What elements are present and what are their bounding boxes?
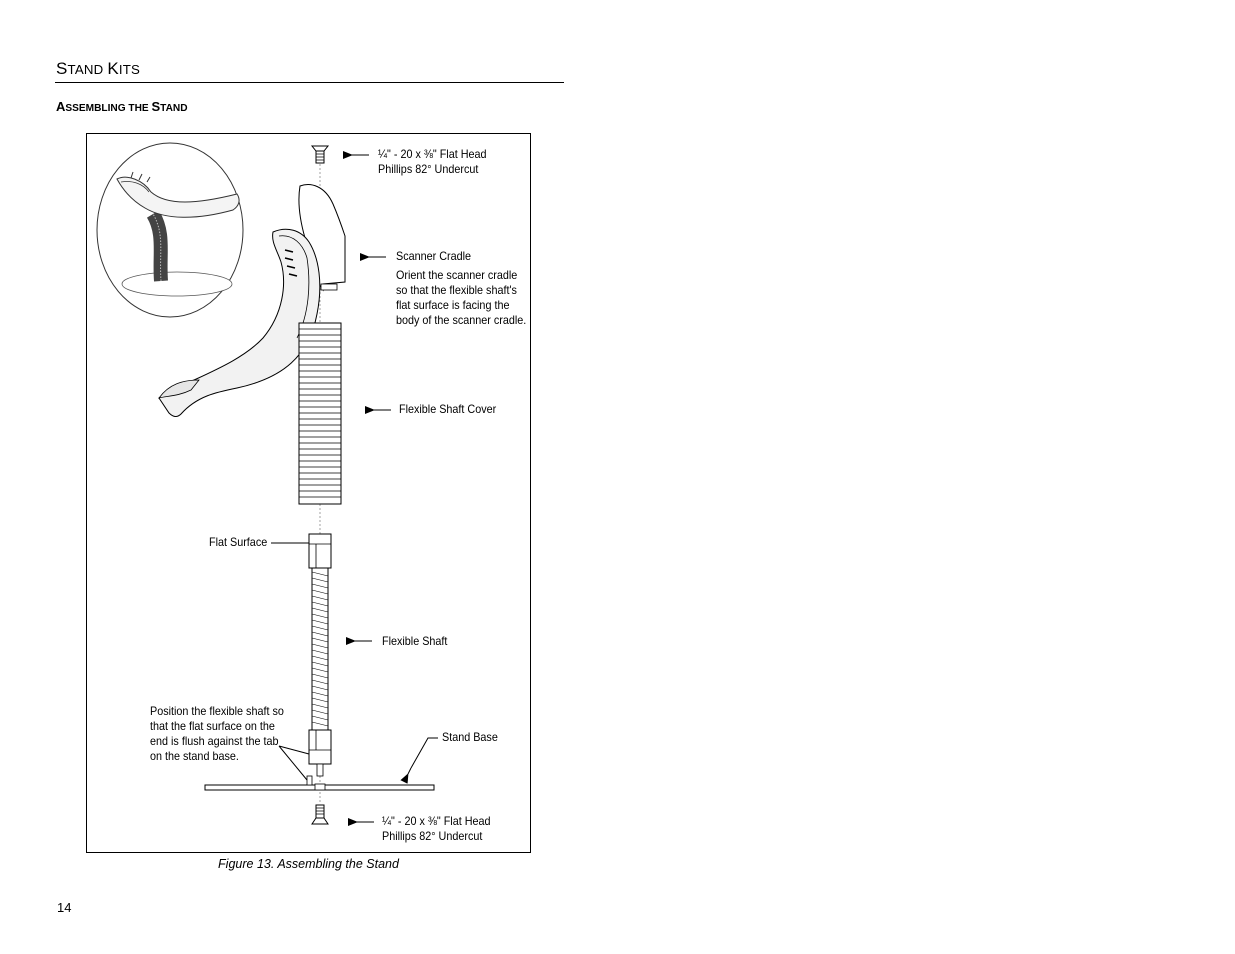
orient-note-line-4: body of the scanner cradle. <box>396 313 527 327</box>
top-screw-label: ¼" - 20 x ⅜" Flat Head Phillips 82° Unde… <box>378 147 487 177</box>
assembled-stand-inset <box>96 142 244 318</box>
figure-frame: ¼" - 20 x ⅜" Flat Head Phillips 82° Unde… <box>86 133 531 853</box>
stand-base-label: Stand Base <box>442 730 498 744</box>
subsection-title-rest-2: TAND <box>160 103 188 114</box>
bottom-screw-line-2: Phillips 82° Undercut <box>382 829 483 843</box>
position-note-line-1: Position the flexible shaft so <box>150 704 284 718</box>
position-note-line-2: that the flat surface on the <box>150 719 275 733</box>
stand-base <box>204 775 435 791</box>
subsection-title: ASSEMBLING THE STAND <box>56 99 188 114</box>
orient-note-line-1: Orient the scanner cradle <box>396 268 518 282</box>
flexible-shaft <box>308 533 332 777</box>
bottom-screw <box>311 804 329 825</box>
bottom-screw-line-1: ¼" - 20 x ⅜" Flat Head <box>382 814 491 828</box>
scanner-cradle-label: Scanner Cradle <box>396 249 472 263</box>
position-shaft-note: Position the flexible shaft so that the … <box>150 704 284 764</box>
top-screw <box>310 145 330 164</box>
top-screw-line-1: ¼" - 20 x ⅜" Flat Head <box>378 147 487 161</box>
top-screw-line-2: Phillips 82° Undercut <box>378 162 479 176</box>
subsection-title-cap-2: S <box>151 99 161 114</box>
flexible-shaft-cover-label: Flexible Shaft Cover <box>399 402 497 416</box>
section-rule <box>55 82 564 83</box>
arrow-stand-base <box>400 767 412 784</box>
section-title-cap-1: S <box>56 59 68 78</box>
subsection-title-cap-1: A <box>56 99 66 114</box>
section-title: STAND KITS <box>56 59 564 79</box>
position-note-line-3: end is flush against the tab <box>150 734 279 748</box>
orient-note-line-3: flat surface is facing the <box>396 298 510 312</box>
bottom-screw-label: ¼" - 20 x ⅜" Flat Head Phillips 82° Unde… <box>382 814 491 844</box>
section-title-rest-2: ITS <box>118 62 141 77</box>
stand-assembly-diagram <box>96 142 438 826</box>
scanner-cradle <box>158 184 346 417</box>
flexible-shaft-label: Flexible Shaft <box>382 634 448 648</box>
leader-position-note <box>278 745 310 781</box>
section-title-cap-2: K <box>107 59 119 78</box>
callout-arrows <box>271 151 438 826</box>
figure-caption: Figure 13. Assembling the Stand <box>218 857 399 871</box>
page-number: 14 <box>57 900 72 915</box>
leader-stand-base <box>410 737 438 769</box>
subsection-title-rest-1: SSEMBLING THE <box>65 103 152 114</box>
flat-surface-label: Flat Surface <box>209 535 268 549</box>
orient-cradle-note: Orient the scanner cradle so that the fl… <box>396 268 526 328</box>
orient-note-line-2: so that the flexible shaft's <box>396 283 517 297</box>
position-note-line-4: on the stand base. <box>150 749 239 763</box>
section-title-rest-1: TAND <box>67 62 108 77</box>
flexible-shaft-cover <box>298 322 342 505</box>
